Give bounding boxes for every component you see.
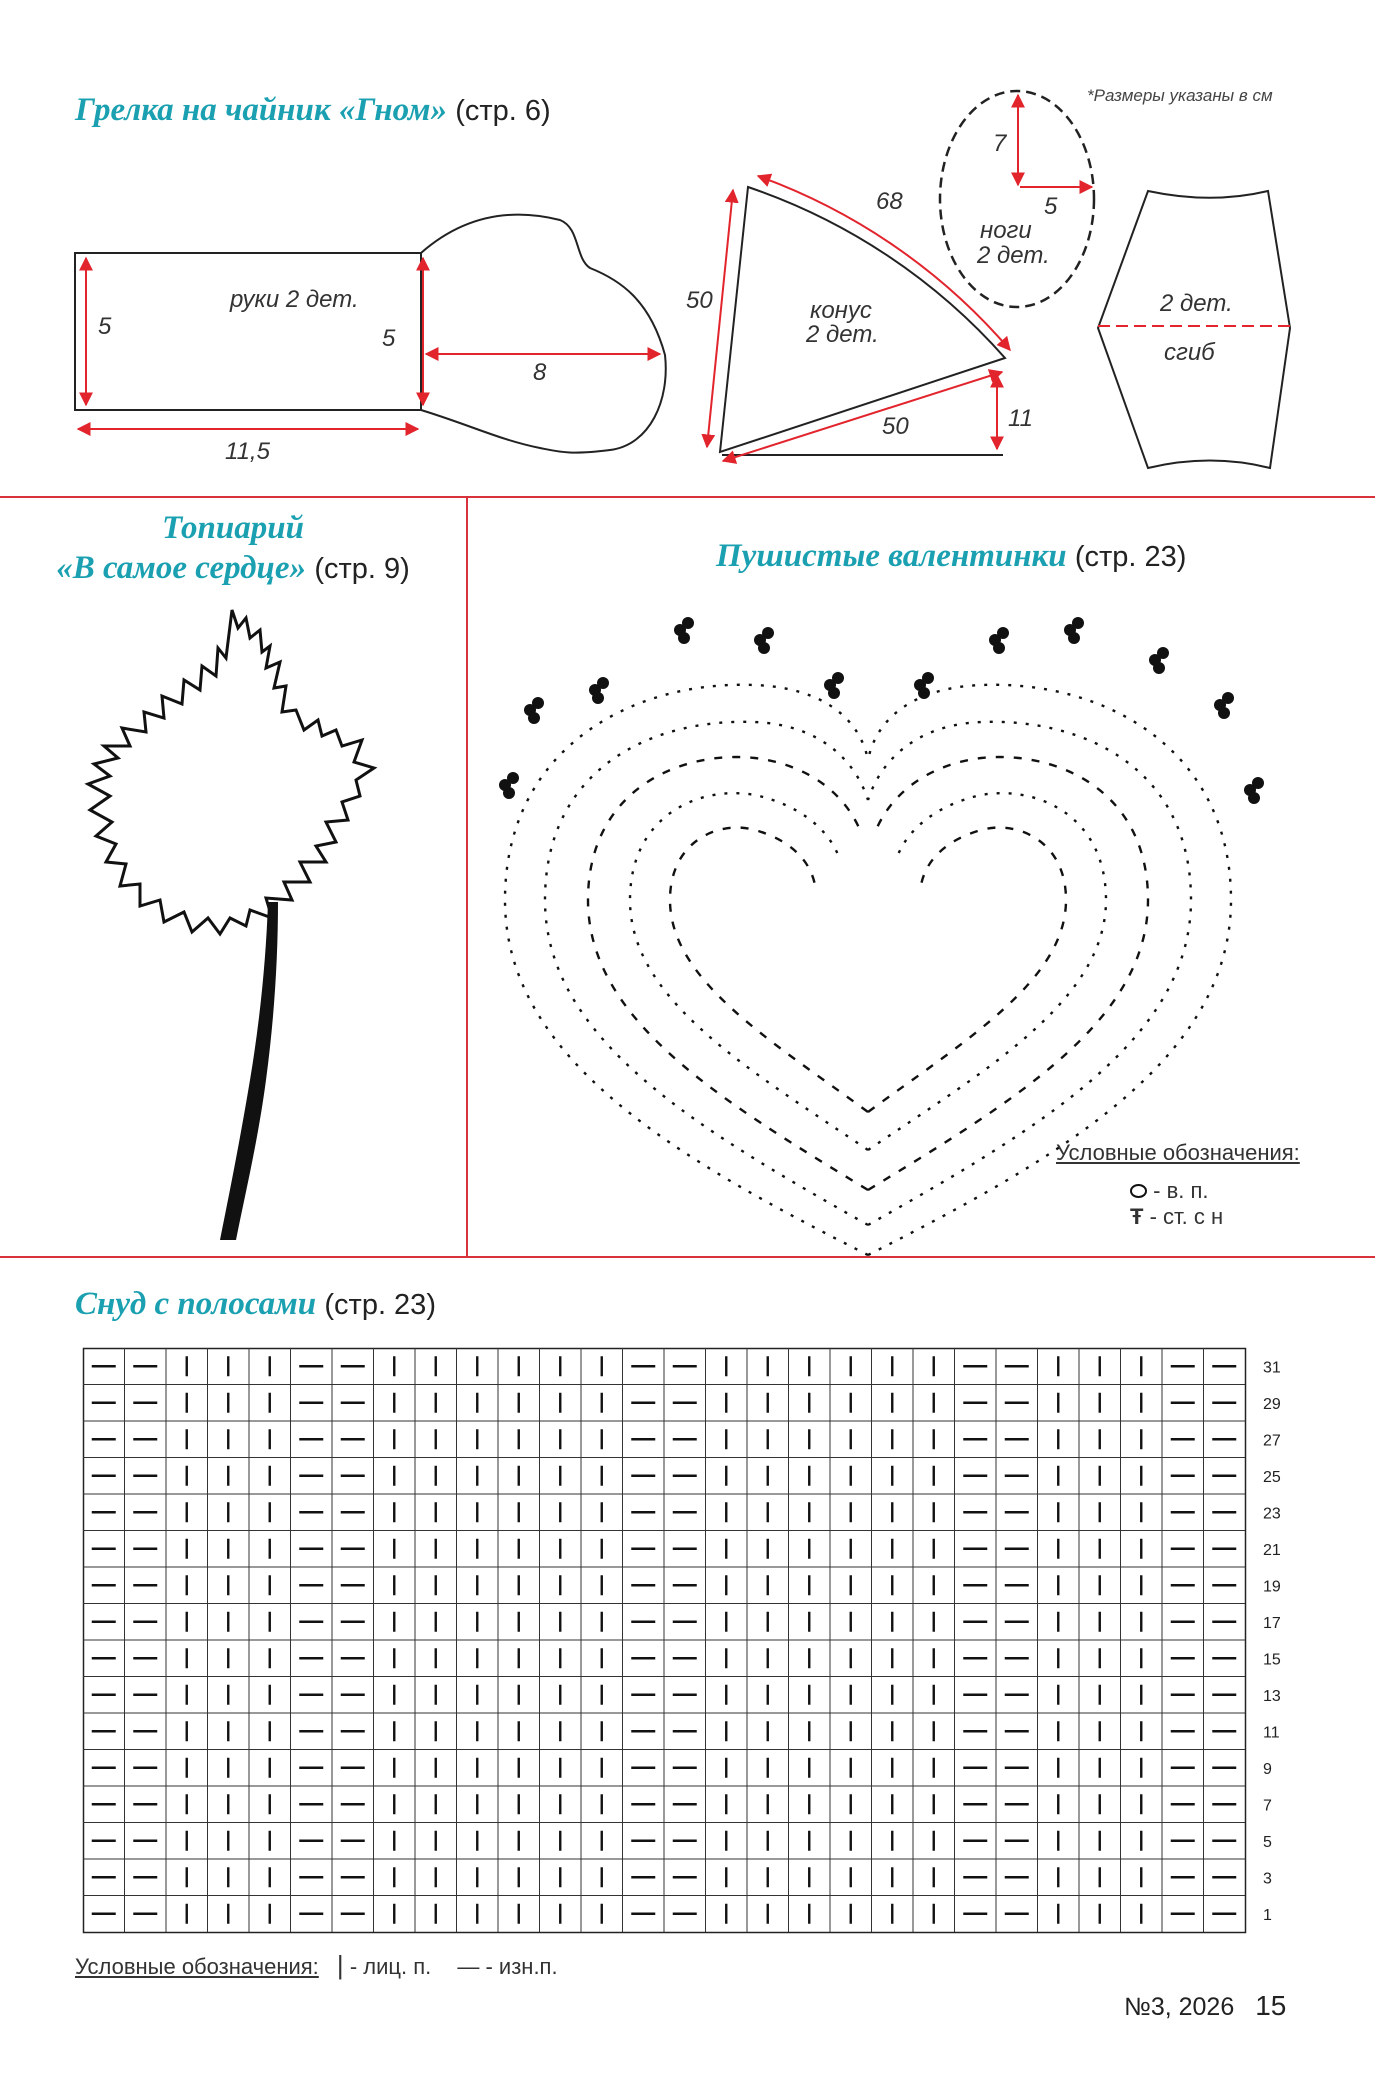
row-number: 21 [1263,1542,1281,1559]
body-shape [1096,189,1292,470]
knit-stitch-icon: | [336,1950,344,1980]
row-number: 5 [1263,1834,1272,1851]
snood-title-text: Снуд с полосами [75,1286,317,1322]
arms-label: руки 2 дет. [230,286,359,313]
purl-stitch-icon: — [457,1954,480,1979]
topiary-title: Топиарий «В самое сердце» (стр. 9) [0,508,466,589]
topiary-title-line1: Топиарий [162,510,304,546]
gnome-title: Грелка на чайник «Гном» (стр. 6) [75,92,551,129]
legs-height-label: 7 [993,130,1007,157]
maple-leaf-outline [84,609,378,937]
row-number: 29 [1263,1396,1281,1413]
arm-height-label: 5 [98,313,112,340]
row-number: 31 [1263,1359,1281,1376]
row-number: 27 [1263,1432,1281,1449]
maple-leaf-stem [220,902,278,1240]
gnome-page-ref: (стр. 6) [455,95,551,127]
valentines-title: Пушистые валентинки (стр. 23) [716,538,1186,575]
valentines-title-text: Пушистые валентинки [716,538,1067,574]
topiary-title-line2: «В самое сердце» [56,550,307,586]
row-number: 13 [1263,1688,1281,1705]
snood-legend: Условные обозначения: | - лиц. п. — - из… [75,1950,558,1981]
knit-legend-text: - лиц. п. [349,1954,432,1979]
gnome-patterns [74,89,1292,470]
row-number: 25 [1263,1469,1281,1486]
crochet-heart-diagram [499,617,1264,1257]
topiary-page-ref: (стр. 9) [314,553,410,585]
row-number: 19 [1263,1578,1281,1595]
heart-ring-5 [503,683,1233,1257]
row-number: 3 [1263,1870,1272,1887]
row-number: 7 [1263,1797,1272,1814]
row-number: 17 [1263,1615,1281,1632]
valentines-page-ref: (стр. 23) [1074,541,1187,573]
cone-offset-label: 11 [1008,405,1033,432]
legs-label: ноги [980,217,1032,244]
arm-width-label: 11,5 [225,438,270,465]
cone-bottom-label: 50 [882,413,909,440]
row-number: 15 [1263,1651,1281,1668]
snood-title: Снуд с полосами (стр. 23) [75,1286,436,1323]
arm-height2-label: 5 [382,325,396,352]
footer: №3, 2026 15 [1124,1990,1286,2022]
dc-legend-text: - ст. с н [1149,1204,1224,1229]
heart-ring-1 [668,826,1068,1113]
mitten-shape [420,213,667,454]
maple-leaf-illustration [84,609,378,1240]
valentines-legend-label: Условные обозначения: [1056,1140,1300,1165]
body-count-label: 2 дет. [1160,290,1233,317]
row-number: 23 [1263,1505,1281,1522]
divider-top [0,496,1375,498]
valentines-legend: Условные обозначения: - в. п. Ŧ - ст. с … [1056,1140,1300,1230]
cone-count-label: 2 дет. [806,321,879,348]
legs-count-label: 2 дет. [977,242,1050,269]
legs-width-label: 5 [1044,193,1058,220]
divider-vertical [466,496,468,1258]
row-number: 1 [1263,1907,1272,1924]
mitten-width-label: 8 [533,359,547,386]
gnome-title-text: Грелка на чайник «Гном» [75,92,447,128]
size-note: *Размеры указаны в см [1087,86,1273,105]
row-number: 9 [1263,1761,1272,1778]
double-crochet-icon: Ŧ [1130,1204,1144,1229]
purl-legend-text: - изн.п. [485,1954,558,1979]
issue-number: №3, 2026 [1124,1993,1235,2021]
cone-arc-label: 68 [876,188,903,215]
cone-side-label: 50 [686,287,713,314]
page-number: 15 [1255,1990,1287,2021]
legs-oval [938,89,1096,309]
divider-middle [0,1256,1375,1258]
snood-legend-label: Условные обозначения: [75,1954,319,1979]
heart-ring-4 [543,720,1193,1227]
snood-page-ref: (стр. 23) [324,1289,436,1321]
fold-label: сгиб [1164,339,1215,366]
heart-ring-3 [586,755,1150,1192]
chain-legend-text: - в. п. [1153,1178,1209,1203]
heart-ring-2 [628,791,1108,1151]
row-number: 11 [1263,1724,1280,1741]
arm-rect [74,252,422,411]
chain-stitch-icon [1130,1184,1147,1198]
cone-label: конус [810,297,872,324]
